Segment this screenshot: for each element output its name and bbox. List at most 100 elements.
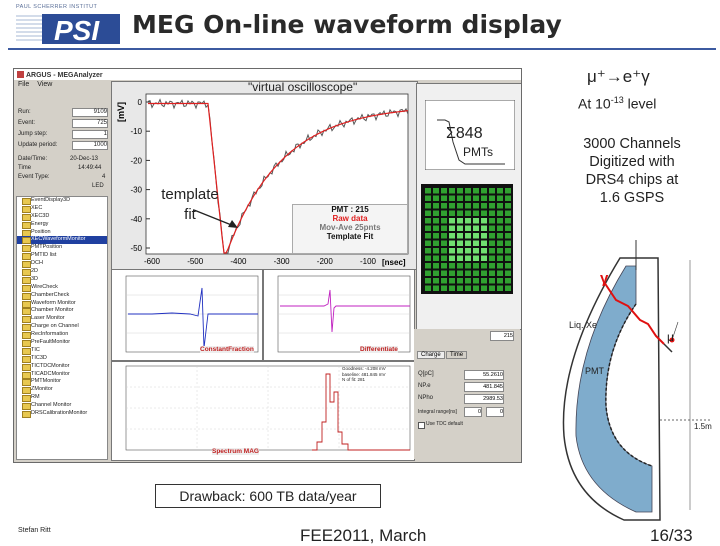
- pmt-cell[interactable]: [473, 255, 479, 262]
- pmt-cell[interactable]: [465, 278, 471, 284]
- pmt-cell[interactable]: [481, 210, 487, 217]
- pmt-cell[interactable]: [449, 218, 455, 224]
- pmt-cell[interactable]: [497, 270, 503, 277]
- pmt-cell[interactable]: [505, 285, 511, 292]
- tree-item[interactable]: 2D: [17, 268, 107, 277]
- pmt-cell[interactable]: [465, 263, 471, 269]
- pmt-cell[interactable]: [473, 210, 479, 217]
- tree-item[interactable]: PMTPosition: [17, 244, 107, 253]
- pmt-cell[interactable]: [457, 248, 463, 254]
- pmt-cell[interactable]: [465, 195, 471, 202]
- pmt-cell[interactable]: [441, 263, 447, 269]
- pmt-cell[interactable]: [465, 188, 471, 194]
- pmt-cell[interactable]: [481, 285, 487, 292]
- tree-item[interactable]: ChamberCheck: [17, 292, 107, 300]
- pmt-cell[interactable]: [433, 248, 439, 254]
- pmt-cell[interactable]: [473, 203, 479, 209]
- pmt-cell[interactable]: [425, 218, 431, 224]
- pmt-cell[interactable]: [457, 203, 463, 209]
- pmt-cell[interactable]: [457, 188, 463, 194]
- pmt-cell[interactable]: [481, 225, 487, 232]
- pmt-cell[interactable]: [433, 255, 439, 262]
- pmt-cell[interactable]: [497, 218, 503, 224]
- pmt-cell[interactable]: [457, 285, 463, 292]
- tree-item[interactable]: XEC: [17, 205, 107, 213]
- tree-item[interactable]: TICTDCMonitor: [17, 363, 107, 371]
- pmt-cell[interactable]: [465, 210, 471, 217]
- pmt-cell[interactable]: [473, 218, 479, 224]
- pmt-cell[interactable]: [449, 240, 455, 247]
- pmt-cell[interactable]: [441, 218, 447, 224]
- app-titlebar[interactable]: ARGUS - MEGAnalyzer: [14, 69, 521, 80]
- npe-field[interactable]: 481.845: [464, 382, 504, 392]
- pmt-cell[interactable]: [433, 278, 439, 284]
- pmt-cell[interactable]: [465, 218, 471, 224]
- pmt-cell[interactable]: [473, 225, 479, 232]
- tree-item[interactable]: PMTMonitor: [17, 378, 107, 387]
- pmt-cell[interactable]: [433, 188, 439, 194]
- pmt-cell[interactable]: [505, 255, 511, 262]
- pmt-cell[interactable]: [489, 203, 495, 209]
- pmt-cell[interactable]: [457, 240, 463, 247]
- pmt-cell[interactable]: [473, 195, 479, 202]
- pmt-cell[interactable]: [473, 263, 479, 269]
- pmt-cell[interactable]: [441, 188, 447, 194]
- pmt-cell[interactable]: [425, 203, 431, 209]
- pmt-cell[interactable]: [441, 285, 447, 292]
- pmt-cell[interactable]: [481, 218, 487, 224]
- npho-field[interactable]: 2989.53: [464, 394, 504, 404]
- pmt-cell[interactable]: [473, 270, 479, 277]
- pmt-cell[interactable]: [473, 240, 479, 247]
- pmt-cell[interactable]: [465, 285, 471, 292]
- pmt-cell[interactable]: [449, 278, 455, 284]
- pmt-cell[interactable]: [497, 255, 503, 262]
- pmt-cell[interactable]: [497, 240, 503, 247]
- pmt-cell[interactable]: [465, 233, 471, 239]
- tree-item[interactable]: PMTID list: [17, 252, 107, 261]
- pmt-cell[interactable]: [441, 210, 447, 217]
- pmt-cell[interactable]: [433, 270, 439, 277]
- pmt-cell[interactable]: [481, 255, 487, 262]
- pmt-cell[interactable]: [425, 225, 431, 232]
- pmt-cell[interactable]: [505, 240, 511, 247]
- tree-item[interactable]: Energy: [17, 221, 107, 229]
- pmt-cell[interactable]: [457, 278, 463, 284]
- pmt-cell[interactable]: [481, 195, 487, 202]
- pmt-cell[interactable]: [489, 278, 495, 284]
- pmt-cell[interactable]: [505, 270, 511, 277]
- tree-item[interactable]: 3D: [17, 276, 107, 284]
- pmt-cell[interactable]: [497, 263, 503, 269]
- pmt-cell[interactable]: [441, 195, 447, 202]
- pmt-cell[interactable]: [489, 210, 495, 217]
- range-to-field[interactable]: 0: [486, 407, 504, 417]
- pmt-cell[interactable]: [449, 285, 455, 292]
- pmt-cell[interactable]: [465, 203, 471, 209]
- pmt-cell[interactable]: [425, 248, 431, 254]
- pmt-cell[interactable]: [489, 225, 495, 232]
- tree-item[interactable]: TICADCMonitor: [17, 371, 107, 379]
- pmt-cell[interactable]: [457, 255, 463, 262]
- pmt-cell[interactable]: [449, 195, 455, 202]
- pmt-cell[interactable]: [481, 233, 487, 239]
- pmt-cell[interactable]: [449, 188, 455, 194]
- pmt-cell[interactable]: [473, 285, 479, 292]
- tree-item[interactable]: Waveform Monitor: [17, 300, 107, 308]
- pmt-cell[interactable]: [481, 248, 487, 254]
- pmt-cell[interactable]: [481, 240, 487, 247]
- pmt-cell[interactable]: [441, 248, 447, 254]
- pmt-cell[interactable]: [489, 218, 495, 224]
- pmt-cell[interactable]: [433, 233, 439, 239]
- pmt-cell[interactable]: [449, 210, 455, 217]
- pmt-cell[interactable]: [505, 248, 511, 254]
- update-period-field[interactable]: 1000: [72, 141, 108, 150]
- pmt-cell[interactable]: [449, 248, 455, 254]
- pmt-cell[interactable]: [425, 255, 431, 262]
- pmt-cell[interactable]: [489, 195, 495, 202]
- pmt-cell[interactable]: [505, 263, 511, 269]
- pmt-cell[interactable]: [473, 278, 479, 284]
- pmt-cell[interactable]: [473, 233, 479, 239]
- pmt-cell[interactable]: [489, 188, 495, 194]
- pmt-cell[interactable]: [465, 255, 471, 262]
- tree-item[interactable]: DCH: [17, 260, 107, 269]
- pmt-cell[interactable]: [457, 263, 463, 269]
